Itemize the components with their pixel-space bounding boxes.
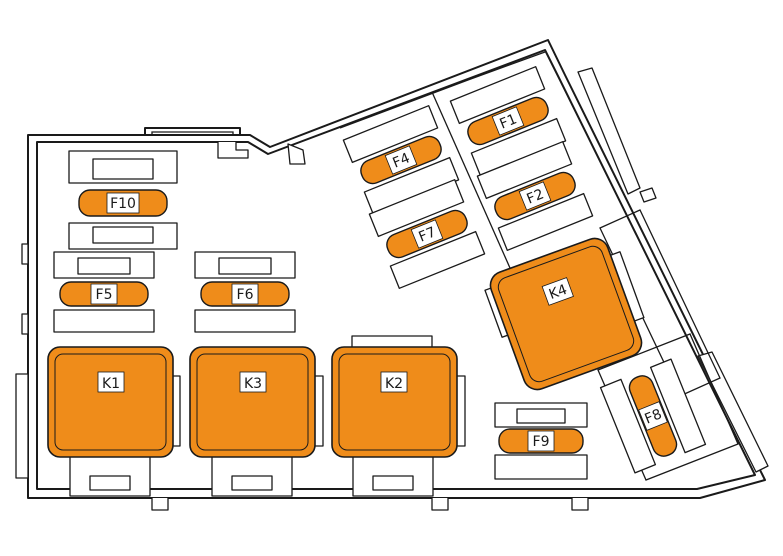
relay-label-k1: K1: [102, 376, 120, 392]
relay-body: [489, 237, 643, 391]
fuse-label-f4: F4: [391, 150, 413, 171]
fuse-f8: F8: [599, 358, 707, 474]
fuse-label-f7: F7: [417, 224, 439, 245]
fuse-f5: F5: [53, 251, 155, 333]
fuse-box-housing: [15, 39, 769, 511]
relay-k2: K2: [331, 335, 466, 497]
relay-k1: K1: [47, 346, 181, 497]
fuse-f7: F7: [368, 179, 486, 289]
relay-body: [47, 346, 174, 458]
fuse-f6: F6: [194, 251, 296, 333]
relay-body: [189, 346, 316, 458]
relay-body: [331, 346, 458, 458]
relay-k3: K3: [189, 346, 324, 497]
relay-k4: K4: [484, 237, 645, 391]
fuse-f2: F2: [476, 141, 594, 251]
fuse-f4: F4: [342, 105, 460, 215]
relay-label-k2: K2: [385, 376, 403, 392]
fuse-label-f6: F6: [237, 287, 254, 303]
relay-label-k4: K4: [547, 282, 570, 303]
relay-label-k3: K3: [244, 376, 262, 392]
fuse-f9: F9: [494, 402, 588, 480]
fuse-label-f9: F9: [533, 434, 550, 450]
fuse-label-f2: F2: [525, 186, 547, 207]
fuse-label-f1: F1: [498, 111, 520, 132]
fuse-label-f10: F10: [110, 196, 136, 212]
fuse-label-f5: F5: [96, 287, 113, 303]
fuse-f1: F1: [449, 66, 567, 176]
fuse-label-f8: F8: [643, 406, 665, 427]
fuse-f10: F10: [68, 150, 178, 250]
